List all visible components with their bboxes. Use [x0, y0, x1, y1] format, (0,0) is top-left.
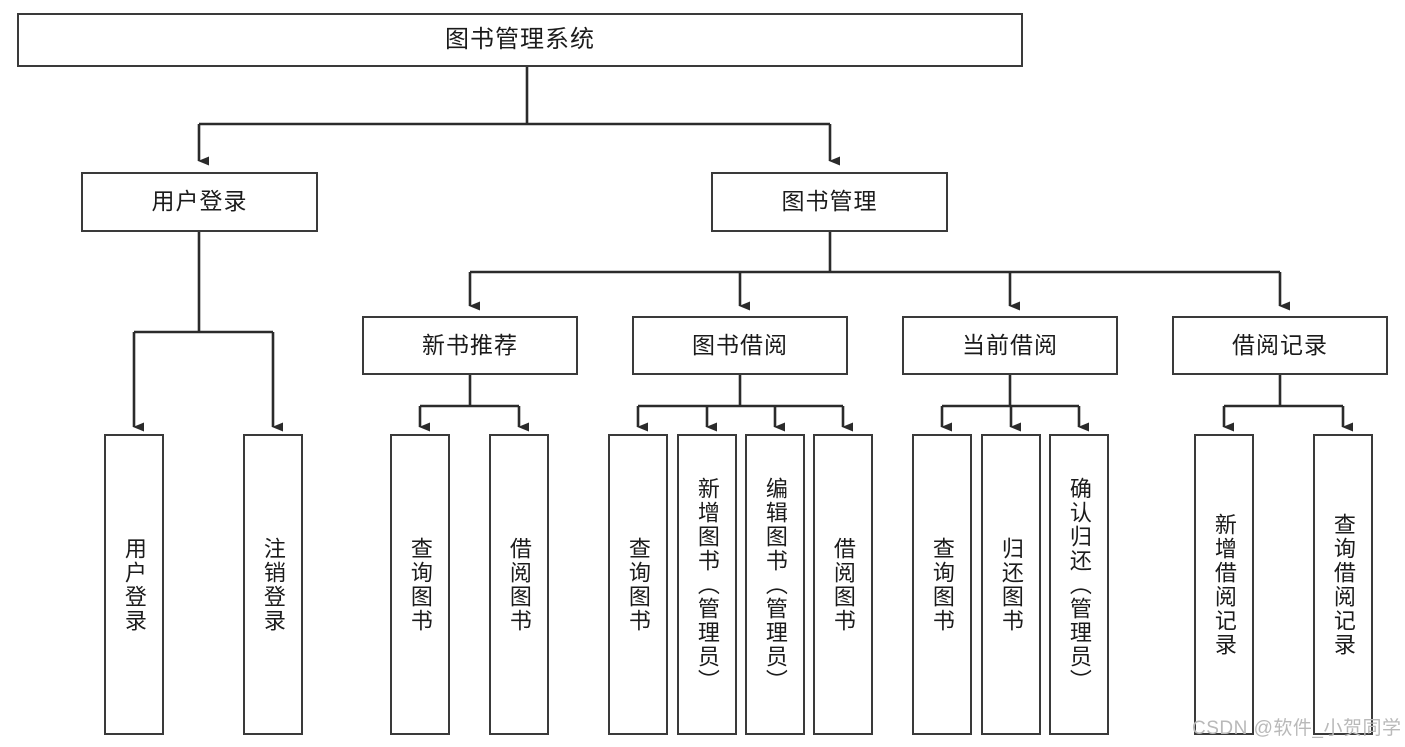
- node-book-management-label: 图书管理: [781, 188, 878, 215]
- leaf-new-book-borrow-label: 借阅图书: [506, 536, 532, 633]
- leaf-borrow-record-query-label: 查询借阅记录: [1330, 512, 1356, 657]
- leaf-book-borrow-edit[interactable]: 编辑图书（管理员）: [745, 434, 805, 735]
- leaf-borrow-record-query[interactable]: 查询借阅记录: [1313, 434, 1373, 735]
- leaf-borrow-record-add-label: 新增借阅记录: [1211, 512, 1237, 657]
- leaf-book-borrow-add[interactable]: 新增图书（管理员）: [677, 434, 737, 735]
- node-borrow-record[interactable]: 借阅记录: [1172, 316, 1388, 375]
- node-root-system[interactable]: 图书管理系统: [17, 13, 1023, 67]
- node-new-book-recommend[interactable]: 新书推荐: [362, 316, 578, 375]
- leaf-user-login-login[interactable]: 用户登录: [104, 434, 164, 735]
- leaf-user-login-login-label: 用户登录: [121, 536, 147, 633]
- leaf-user-login-logout[interactable]: 注销登录: [243, 434, 303, 735]
- leaf-book-borrow-borrow[interactable]: 借阅图书: [813, 434, 873, 735]
- node-new-book-recommend-label: 新书推荐: [422, 331, 518, 358]
- leaf-book-borrow-borrow-label: 借阅图书: [830, 536, 856, 633]
- csdn-watermark: CSDN @软件_小贺同学: [1192, 718, 1402, 739]
- leaf-book-borrow-query[interactable]: 查询图书: [608, 434, 668, 735]
- node-book-management[interactable]: 图书管理: [711, 172, 948, 232]
- leaf-current-borrow-query[interactable]: 查询图书: [912, 434, 972, 735]
- leaf-book-borrow-add-label: 新增图书（管理员）: [694, 476, 720, 693]
- leaf-current-borrow-return[interactable]: 归还图书: [981, 434, 1041, 735]
- leaf-current-borrow-query-label: 查询图书: [929, 536, 955, 633]
- leaf-book-borrow-query-label: 查询图书: [625, 536, 651, 633]
- node-book-borrow[interactable]: 图书借阅: [632, 316, 848, 375]
- node-user-login-label: 用户登录: [151, 188, 248, 215]
- node-current-borrow[interactable]: 当前借阅: [902, 316, 1118, 375]
- leaf-current-borrow-confirm[interactable]: 确认归还（管理员）: [1049, 434, 1109, 735]
- leaf-new-book-query[interactable]: 查询图书: [390, 434, 450, 735]
- node-user-login[interactable]: 用户登录: [81, 172, 318, 232]
- leaf-new-book-borrow[interactable]: 借阅图书: [489, 434, 549, 735]
- leaf-current-borrow-return-label: 归还图书: [998, 536, 1024, 633]
- node-book-borrow-label: 图书借阅: [692, 331, 788, 358]
- leaf-book-borrow-edit-label: 编辑图书（管理员）: [762, 476, 788, 693]
- leaf-borrow-record-add[interactable]: 新增借阅记录: [1194, 434, 1254, 735]
- leaf-new-book-query-label: 查询图书: [407, 536, 433, 633]
- node-root-system-label: 图书管理系统: [445, 25, 595, 53]
- node-current-borrow-label: 当前借阅: [962, 331, 1058, 358]
- leaf-user-login-logout-label: 注销登录: [260, 536, 286, 633]
- node-borrow-record-label: 借阅记录: [1232, 331, 1328, 358]
- leaf-current-borrow-confirm-label: 确认归还（管理员）: [1066, 476, 1092, 693]
